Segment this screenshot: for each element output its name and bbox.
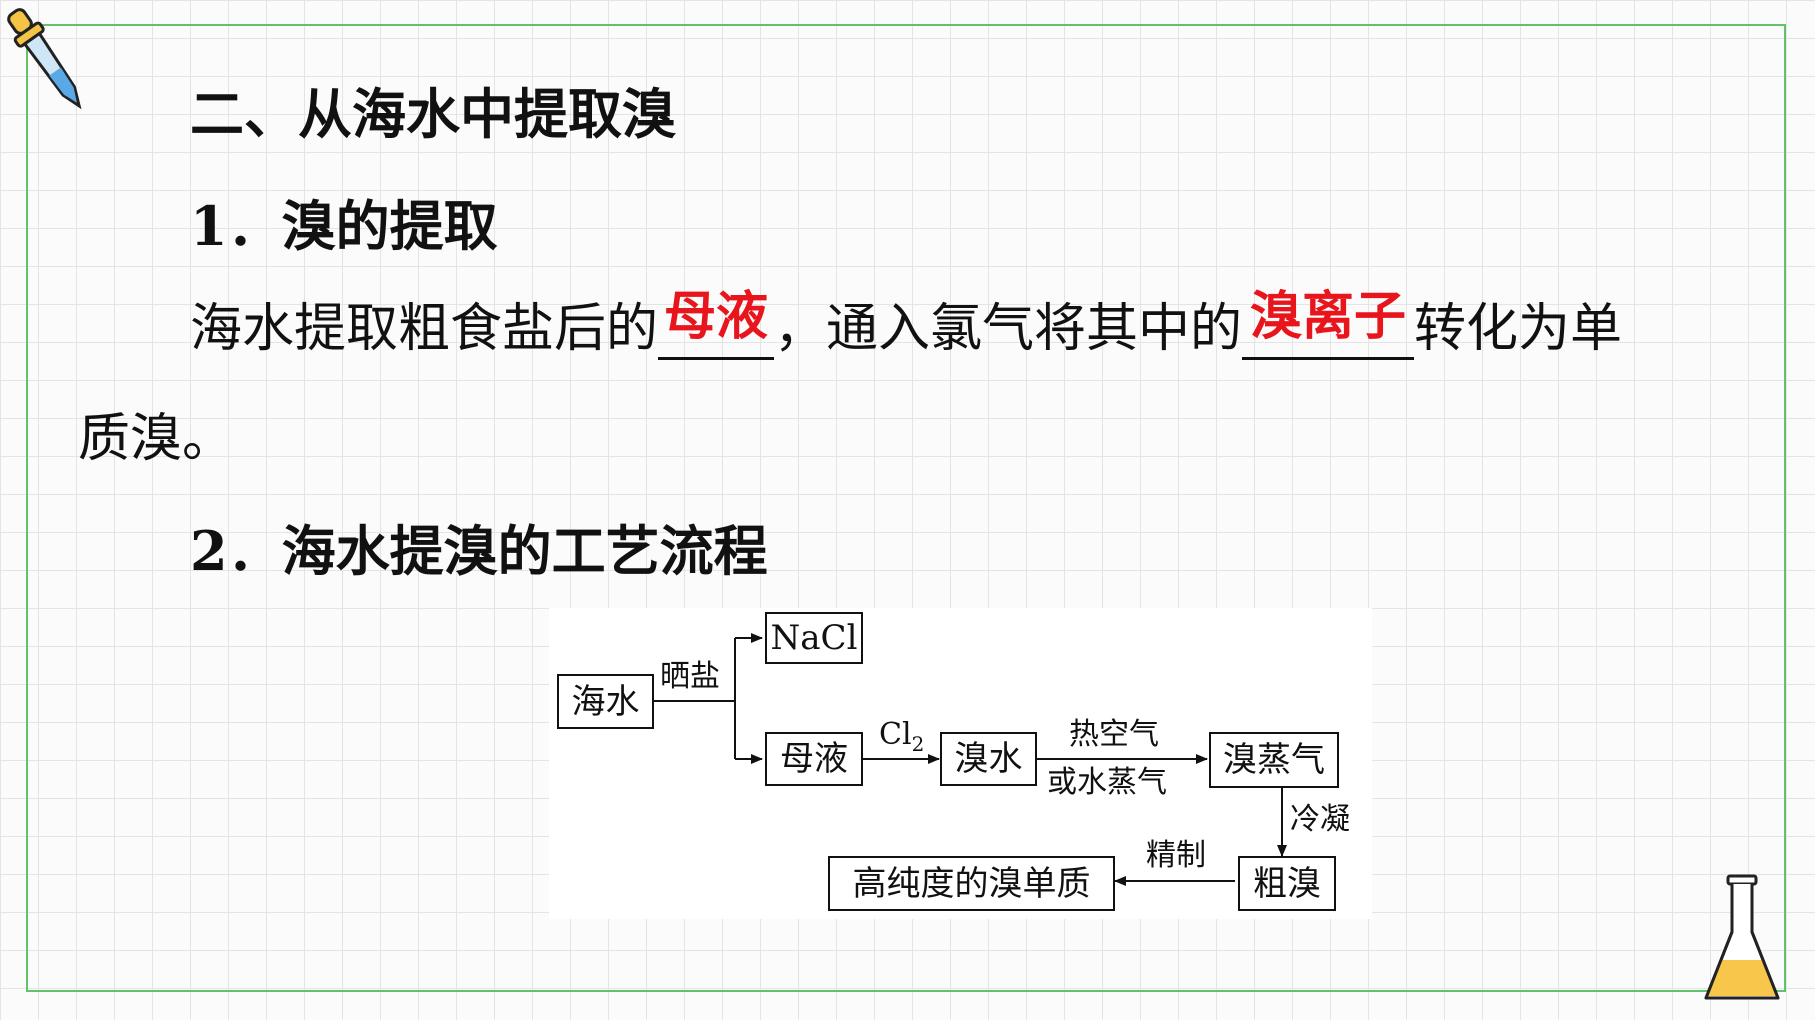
- flask-icon: [1704, 874, 1780, 1000]
- label-sun-salt: 晒盐: [660, 659, 720, 694]
- node-bromine-water: 溴水: [940, 732, 1037, 786]
- node-seawater: 海水: [557, 674, 654, 729]
- flowchart-arrows: [654, 633, 1287, 886]
- answer-1: 母液: [664, 287, 769, 347]
- fill-blank-2: 溴离子: [1242, 290, 1415, 360]
- subheading-2-number: 2．: [190, 519, 282, 583]
- page-frame: [26, 24, 1786, 992]
- label-refine: 精制: [1146, 838, 1206, 873]
- label-cl2: Cl2: [879, 717, 925, 756]
- node-nacl: NaCl: [765, 612, 863, 664]
- label-cl2-main: Cl: [879, 717, 912, 752]
- label-condense: 冷凝: [1290, 802, 1350, 837]
- subheading-1-number: 1．: [190, 194, 282, 258]
- node-pure-bromine: 高纯度的溴单质: [828, 856, 1115, 911]
- paragraph-part-3: 转化为单: [1414, 299, 1623, 359]
- paragraph-part-2: ，通入氯气将其中的: [774, 299, 1243, 359]
- section-title: 二、从海水中提取溴: [190, 83, 676, 146]
- node-crude-bromine: 粗溴: [1238, 856, 1336, 911]
- subheading-1: 1．溴的提取: [190, 182, 498, 261]
- fill-blank-1: 母液: [658, 290, 775, 360]
- label-or-steam: 或水蒸气: [1047, 765, 1167, 800]
- subheading-2-title: 海水提溴的工艺流程: [281, 520, 768, 583]
- answer-2: 溴离子: [1250, 287, 1407, 347]
- label-cl2-subscript: 2: [911, 732, 925, 756]
- paragraph-part-1: 海水提取粗食盐后的: [190, 299, 659, 359]
- subheading-1-title: 溴的提取: [281, 195, 498, 258]
- paragraph-line-1: 海水提取粗食盐后的母液，通入氯气将其中的溴离子转化为单: [190, 286, 1622, 361]
- paragraph-line-2: 质溴。: [78, 409, 235, 469]
- node-mother-liquor: 母液: [765, 732, 863, 786]
- process-flowchart: 海水 晒盐 NaCl 母液 Cl2 溴水 热空气 或水蒸气 溴蒸气 冷凝 粗溴 …: [549, 608, 1372, 919]
- label-hot-air: 热空气: [1069, 717, 1159, 752]
- subheading-2: 2．海水提溴的工艺流程: [190, 507, 768, 586]
- dropper-icon: [7, 8, 82, 110]
- node-bromine-vapor: 溴蒸气: [1209, 732, 1339, 788]
